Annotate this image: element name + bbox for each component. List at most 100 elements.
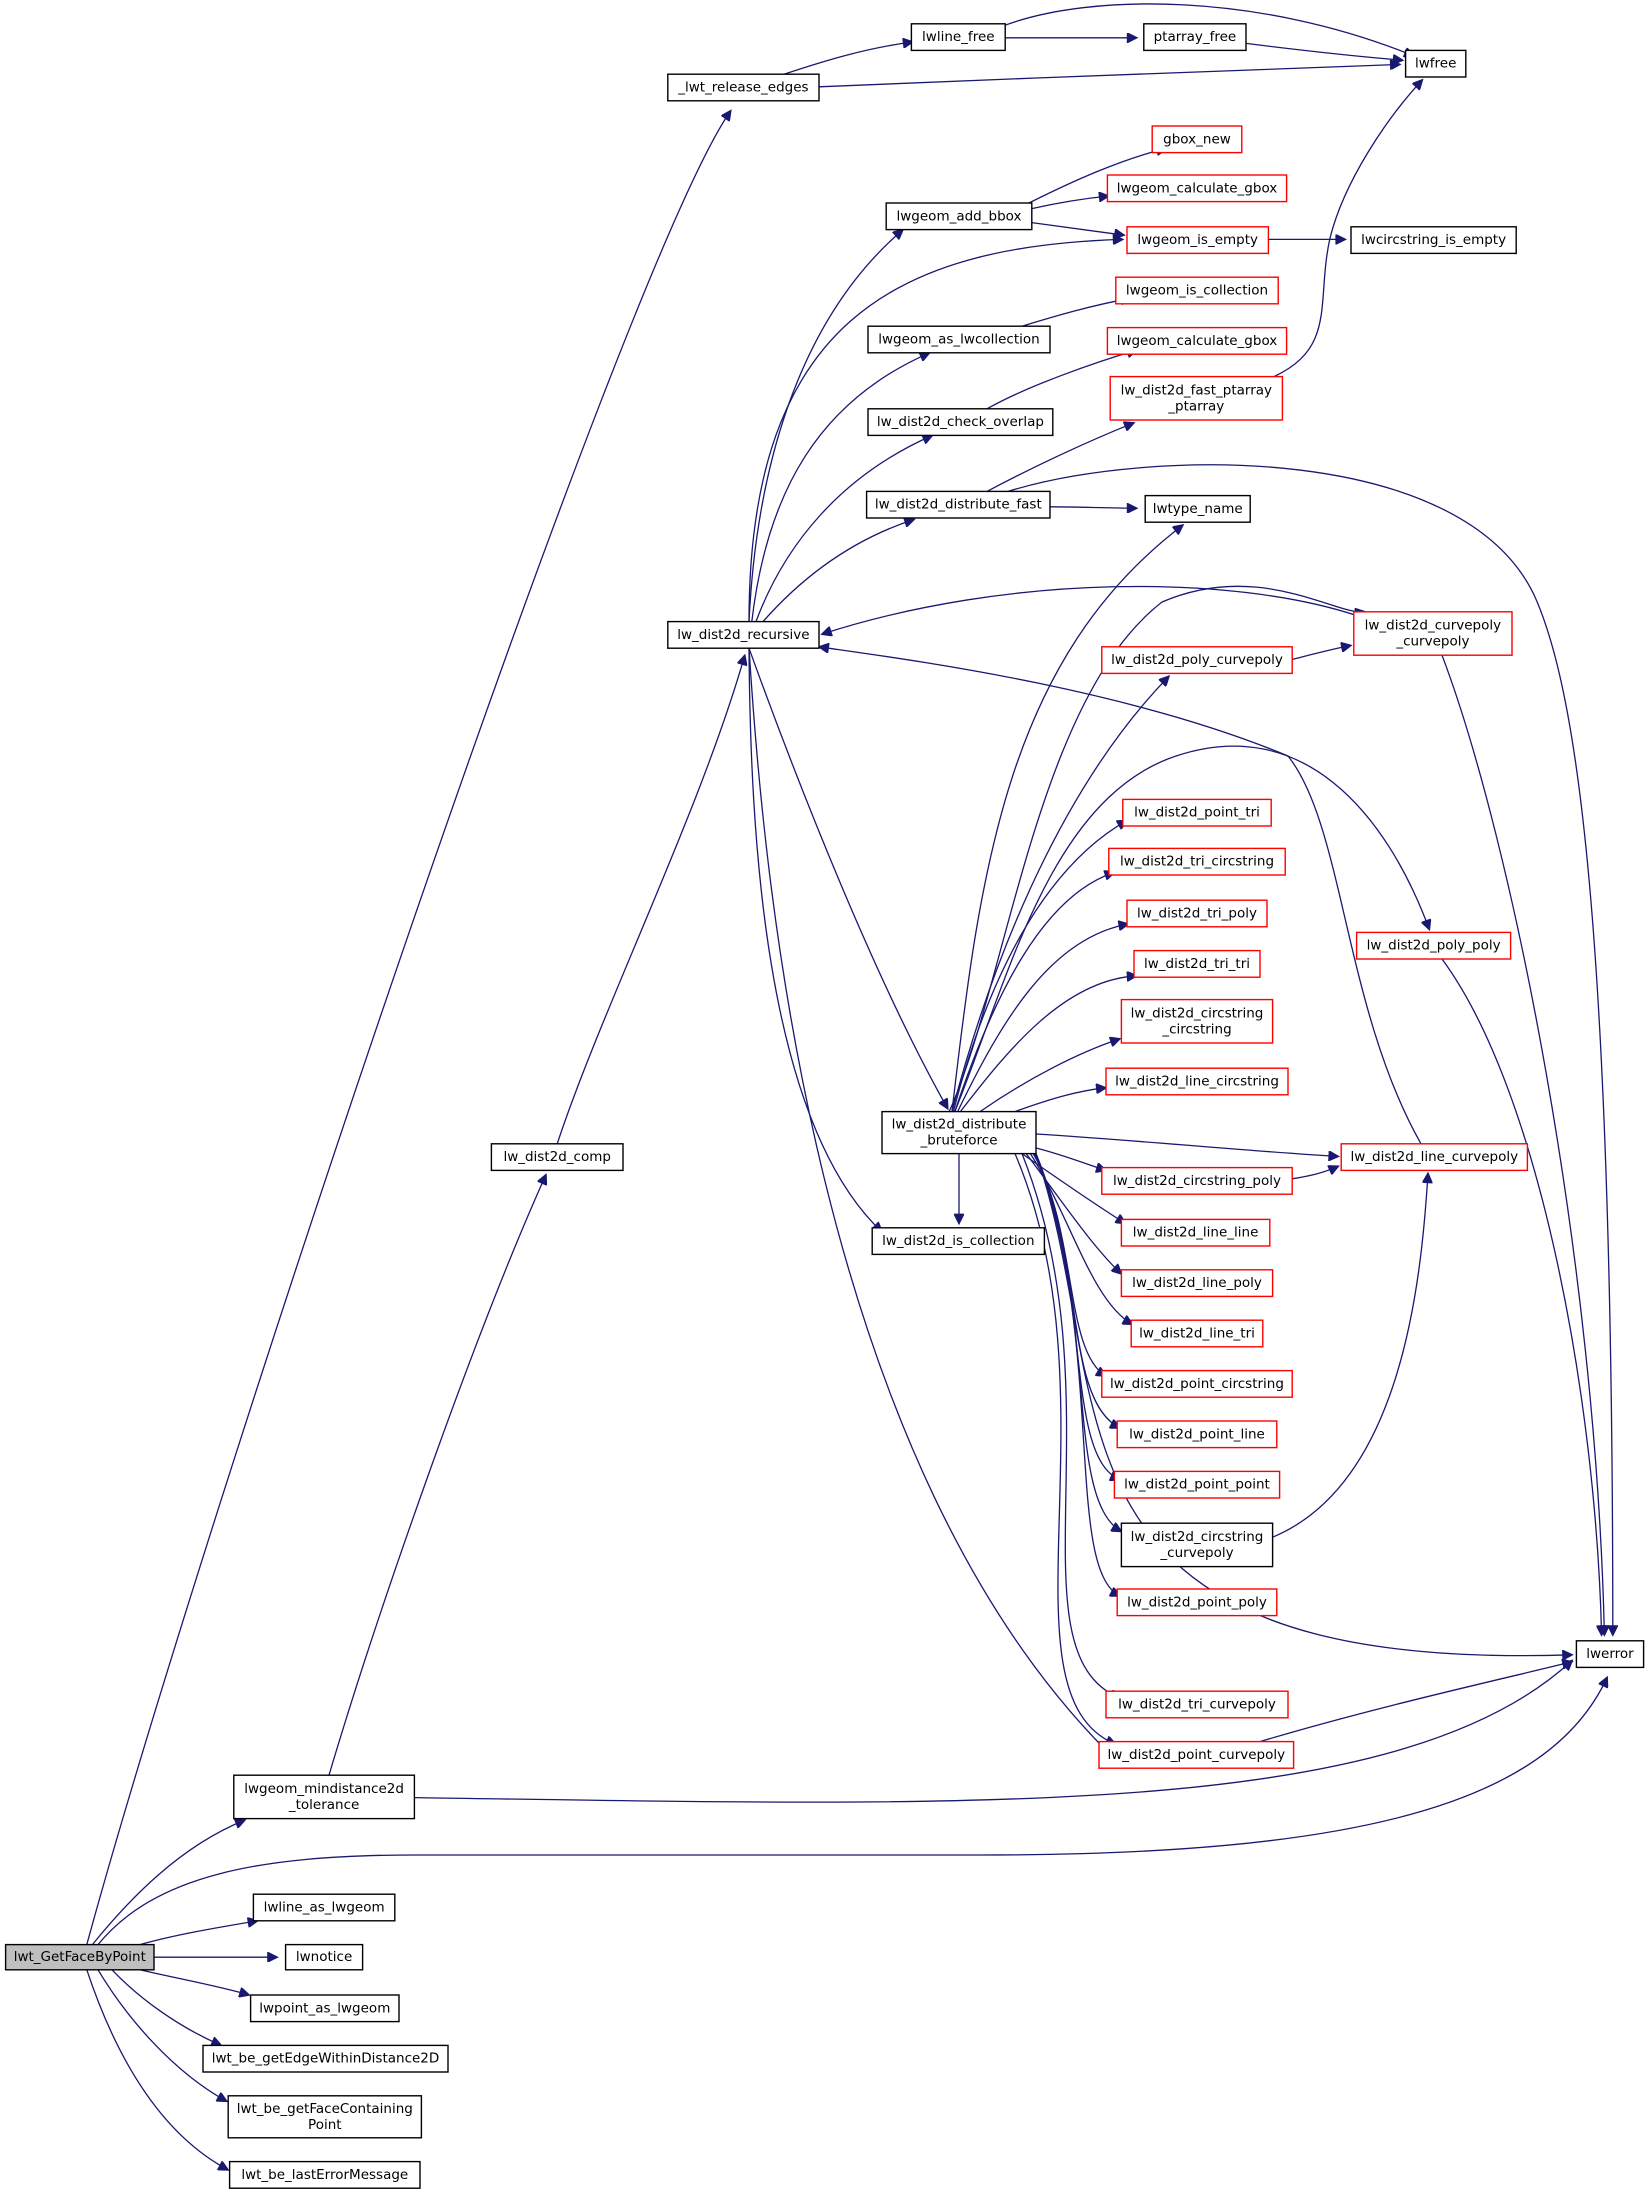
node-label: lwline_free: [922, 29, 995, 45]
node-box: [1105, 1067, 1289, 1096]
edge-lw_dist2d_distribute_bruteforce-to-lw_dist2d_poly_curvepoly: [951, 676, 1169, 1112]
node-lw-dist2d-line-tri[interactable]: lw_dist2d_line_tri: [1130, 1319, 1264, 1348]
node-label: lw_dist2d_poly_curvepoly: [1111, 652, 1283, 668]
edge-lw_dist2d_curvepoly-to-lwerror: [1441, 654, 1604, 1635]
node-lw-dist2d-circstring-poly[interactable]: lw_dist2d_circstring_poly: [1101, 1166, 1293, 1195]
node-box: [233, 1774, 416, 1820]
node-lw-dist2d-line-curvepoly[interactable]: lw_dist2d_line_curvepoly: [1340, 1143, 1529, 1172]
node-lw-dist2d-circstring-circstring[interactable]: lw_dist2d_circstring_circstring: [1120, 998, 1274, 1044]
node-label: lwerror: [1586, 1646, 1634, 1662]
node-lw-dist2d-point-line[interactable]: lw_dist2d_point_line: [1116, 1420, 1278, 1449]
node-label: lwt_be_getFaceContaining: [237, 2101, 413, 2117]
node-label: lwt_be_lastErrorMessage: [241, 2167, 408, 2183]
node-lwt-release-edges[interactable]: _lwt_release_edges: [667, 73, 820, 102]
node-lw-dist2d-recursive[interactable]: lw_dist2d_recursive: [667, 620, 820, 649]
node-box: [1106, 174, 1288, 203]
edge-lwgeom_as_lwcollection-to-lwgeom_is_collection: [1021, 298, 1131, 327]
node-lw-dist2d-curvepoly[interactable]: lw_dist2d_curvepoly_curvepoly: [1353, 611, 1513, 656]
node-box: [865, 490, 1051, 519]
node-box: [1116, 1420, 1278, 1449]
node-lwpoint-as-lwgeom[interactable]: lwpoint_as_lwgeom: [249, 1994, 400, 2023]
edge-lwgeom_add_bbox-to-lwgeom_is_empty: [1031, 221, 1124, 236]
node-lw-dist2d-distribute-bruteforce[interactable]: lw_dist2d_distribute_bruteforce: [881, 1110, 1037, 1155]
node-label: lw_dist2d_distribute_fast: [875, 497, 1042, 513]
node-label: lwfree: [1415, 56, 1456, 72]
node-ptarray-free[interactable]: ptarray_free: [1143, 23, 1247, 52]
node-label: lw_dist2d_line_circstring: [1115, 1074, 1279, 1090]
edge-lwgeom_mindistance2d_tolerance-to-lwerror: [414, 1660, 1572, 1803]
edge-lwgeom_add_bbox-to-gbox_new: [1028, 148, 1166, 204]
node-lw-dist2d-line-circstring[interactable]: lw_dist2d_line_circstring: [1105, 1067, 1289, 1096]
node-box: [1575, 1640, 1645, 1669]
node-lw-dist2d-point-tri[interactable]: lw_dist2d_point_tri: [1122, 798, 1272, 827]
node-lwline-as-lwgeom[interactable]: lwline_as_lwgeom: [252, 1893, 396, 1922]
node-lw-dist2d-line-poly[interactable]: lw_dist2d_line_poly: [1120, 1269, 1274, 1298]
node-label: lw_dist2d_tri_poly: [1137, 906, 1257, 922]
node-lwgeom-calculate-gbox-1[interactable]: lwgeom_calculate_gbox: [1106, 174, 1288, 203]
node-label: lw_dist2d_line_tri: [1139, 1326, 1255, 1342]
edge-lw_dist2d_recursive-to-lwgeom_as_lwcollection: [751, 353, 930, 622]
node-box: [1151, 125, 1243, 154]
node-lw-dist2d-check-overlap[interactable]: lw_dist2d_check_overlap: [867, 408, 1054, 437]
node-lwgeom-mindistance2d-tolerance[interactable]: lwgeom_mindistance2d_tolerance: [233, 1774, 416, 1820]
node-lw-dist2d-tri-circstring[interactable]: lw_dist2d_tri_circstring: [1108, 847, 1286, 876]
node-lwline-free[interactable]: lwline_free: [910, 23, 1006, 52]
edges-layer: [86, 3, 1613, 2170]
edge-lw_dist2d_distribute_bruteforce-to-lw_dist2d_circstring_poly: [1035, 1147, 1106, 1170]
node-label: lwgeom_as_lwcollection: [878, 332, 1039, 348]
node-lw-dist2d-comp[interactable]: lw_dist2d_comp: [490, 1143, 624, 1172]
edge-lw_dist2d_distribute_bruteforce-to-lw_dist2d_line_poly: [1025, 1153, 1121, 1274]
node-lwt-be-getedgewithindistance2d[interactable]: lwt_be_getEdgeWithinDistance2D: [202, 2044, 449, 2073]
edge-lw_dist2d_distribute_bruteforce-to-lw_dist2d_line_circstring: [1014, 1088, 1106, 1113]
node-lw-dist2d-point-circstring[interactable]: lw_dist2d_point_circstring: [1101, 1369, 1293, 1398]
edge-lw_dist2d_distribute_fast-to-lw_dist2d_fast_ptarray: [986, 423, 1134, 492]
node-lwcircstring-is-empty[interactable]: lwcircstring_is_empty: [1350, 226, 1517, 255]
node-label: lw_dist2d_is_collection: [882, 1233, 1034, 1249]
node-lw-dist2d-distribute-fast[interactable]: lw_dist2d_distribute_fast: [865, 490, 1051, 519]
node-label: lw_dist2d_comp: [503, 1149, 611, 1165]
node-lw-dist2d-line-line[interactable]: lw_dist2d_line_line: [1120, 1218, 1271, 1247]
node-lw-dist2d-point-point[interactable]: lw_dist2d_point_point: [1113, 1470, 1281, 1499]
node-lwgeom-is-empty[interactable]: lwgeom_is_empty: [1126, 226, 1270, 255]
node-label: _curvepoly: [1395, 634, 1469, 650]
node-lw-dist2d-tri-poly[interactable]: lw_dist2d_tri_poly: [1126, 899, 1268, 928]
node-lwgeom-is-collection[interactable]: lwgeom_is_collection: [1115, 276, 1279, 305]
node-lwt-be-lasterrormessage[interactable]: lwt_be_lastErrorMessage: [228, 2160, 421, 2189]
node-box: [910, 23, 1006, 52]
node-lw-dist2d-is-collection[interactable]: lw_dist2d_is_collection: [871, 1227, 1046, 1256]
node-lwgeom-as-lwcollection[interactable]: lwgeom_as_lwcollection: [867, 325, 1051, 354]
edge-lwt_getfacebypoint-to-lwpoint_as_lwgeom: [139, 1969, 249, 1995]
node-lw-dist2d-tri-tri[interactable]: lw_dist2d_tri_tri: [1133, 949, 1261, 978]
node-label: lw_dist2d_recursive: [677, 627, 809, 643]
node-lw-dist2d-fast-ptarray[interactable]: lw_dist2d_fast_ptarray_ptarray: [1109, 375, 1284, 421]
node-lwt-getfacebypoint[interactable]: lwt_GetFaceByPoint: [4, 1943, 155, 1971]
node-lwnotice[interactable]: lwnotice: [284, 1943, 364, 1971]
edge-lwgeom_mindistance2d_tolerance-to-lw_dist2d_comp: [328, 1175, 546, 1776]
node-lw-dist2d-circstring-curvepoly[interactable]: lw_dist2d_circstring_curvepoly: [1120, 1522, 1274, 1568]
node-label: _bruteforce: [919, 1133, 997, 1149]
node-box: [1144, 494, 1251, 523]
node-lw-dist2d-point-curvepoly[interactable]: lw_dist2d_point_curvepoly: [1098, 1740, 1295, 1769]
node-lw-dist2d-poly-curvepoly[interactable]: lw_dist2d_poly_curvepoly: [1101, 646, 1293, 675]
node-box: [1105, 1690, 1289, 1719]
node-lwgeom-add-bbox[interactable]: lwgeom_add_bbox: [885, 202, 1033, 231]
node-box: [1106, 326, 1288, 355]
edge-lwline_free-to-lwfree: [1004, 3, 1414, 56]
node-lw-dist2d-point-poly[interactable]: lw_dist2d_point_poly: [1116, 1588, 1278, 1617]
edge-lw_dist2d_distribute_bruteforce-to-lw_dist2d_point_tri: [952, 820, 1127, 1112]
edge-lwt_getfacebypoint-to-lwt_be_getfacecontainingpoint: [97, 1969, 227, 2102]
edge-lw_dist2d_recursive-to-lw_dist2d_distribute_bruteforce: [748, 647, 948, 1109]
node-box: [1126, 226, 1270, 255]
edge-lw_dist2d_circstring_curvepoly-to-lw_dist2d_line_curvepoly: [1272, 1173, 1428, 1538]
node-lwerror[interactable]: lwerror: [1575, 1640, 1645, 1669]
node-gbox-new[interactable]: gbox_new: [1151, 125, 1243, 154]
node-lwgeom-calculate-gbox-2[interactable]: lwgeom_calculate_gbox: [1106, 326, 1288, 355]
node-lw-dist2d-poly-poly[interactable]: lw_dist2d_poly_poly: [1355, 931, 1512, 960]
node-label: lwcircstring_is_empty: [1361, 232, 1506, 248]
node-box: [1120, 1218, 1271, 1247]
node-lwtype-name[interactable]: lwtype_name: [1144, 494, 1251, 523]
node-lw-dist2d-tri-curvepoly[interactable]: lw_dist2d_tri_curvepoly: [1105, 1690, 1289, 1719]
node-lwfree[interactable]: lwfree: [1404, 49, 1467, 78]
edge-lwgeom_add_bbox-to-lwgeom_calculate_gbox_1: [1031, 196, 1109, 210]
